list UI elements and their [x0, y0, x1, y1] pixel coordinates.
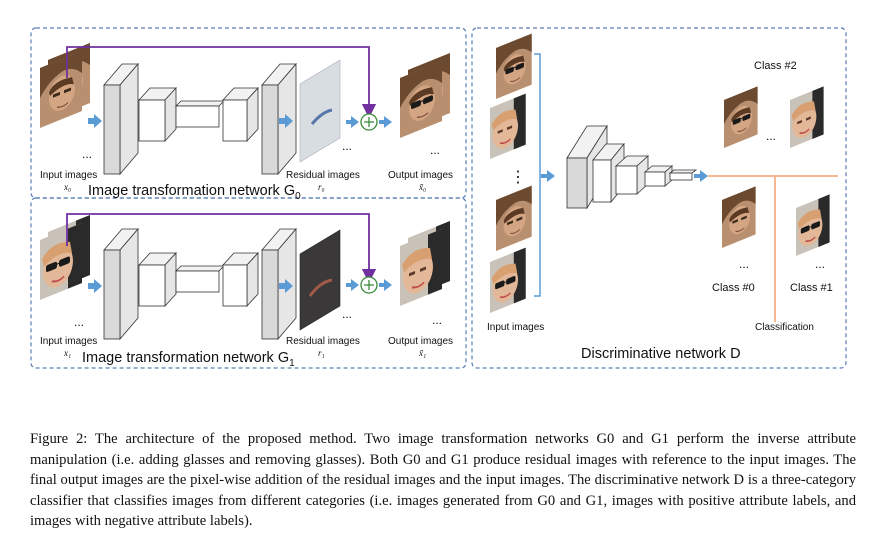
- to-output-arrow: [379, 279, 392, 291]
- output-ellipsis: ...: [430, 143, 440, 157]
- class-2-ellipsis: ...: [766, 129, 776, 143]
- class-2-label: Class #2: [754, 60, 797, 72]
- output-ellipsis: ...: [432, 313, 442, 327]
- output-images-label: Output images: [388, 336, 453, 347]
- classifier-blocks: [566, 124, 698, 210]
- generator-g0: ... ...: [39, 42, 453, 202]
- class-1-ellipsis: ...: [815, 257, 825, 271]
- panel-title: Image transformation network G1: [82, 350, 295, 369]
- discriminator-title: Discriminative network D: [581, 346, 741, 362]
- bracket-arrow: [541, 170, 555, 182]
- class-0-ellipsis: ...: [739, 257, 749, 271]
- input-bracket: [534, 53, 541, 297]
- vertical-ellipsis: ⋮: [510, 169, 526, 186]
- generator-g1: ... ...: [38, 213, 453, 369]
- to-add-arrow: [346, 279, 359, 291]
- to-residual-arrow: [279, 114, 293, 128]
- encoder-decoder-blocks: [103, 62, 297, 176]
- residual-image: [299, 59, 341, 163]
- add-operator-icon: [360, 113, 378, 131]
- input-image-stack: [39, 42, 91, 129]
- to-residual-arrow: [279, 279, 293, 293]
- input-var: x₀: [63, 182, 71, 192]
- input-images-label: Input images: [40, 336, 97, 347]
- discriminator-d: ⋮ ... Class #2: [487, 33, 838, 362]
- output-var: x̃₁: [418, 348, 426, 358]
- encoder-decoder-blocks: [103, 227, 297, 341]
- class-1-label: Class #1: [790, 282, 833, 294]
- to-classification-arrow: [694, 170, 708, 182]
- skip-connection-arrow: [66, 46, 377, 119]
- residual-var: r₀: [318, 182, 325, 192]
- input-var: x₁: [63, 348, 71, 358]
- to-output-arrow: [379, 116, 392, 128]
- output-image-stack: [398, 219, 452, 308]
- classification-label: Classification: [755, 322, 814, 333]
- discriminator-panel: [471, 27, 847, 369]
- to-add-arrow: [346, 116, 359, 128]
- generator-g1-panel: [30, 197, 467, 369]
- output-var: x̃₀: [418, 182, 426, 192]
- residual-images-label: Residual images: [286, 170, 360, 181]
- input-image-stack: [38, 213, 92, 302]
- caption-text: Figure 2: The architecture of the propos…: [30, 431, 856, 530]
- input-ellipsis: ...: [82, 147, 92, 161]
- output-images-label: Output images: [388, 170, 453, 181]
- figure-caption: Figure 2: The architecture of the propos…: [30, 429, 856, 532]
- residual-ellipsis: ...: [342, 307, 352, 321]
- input-images-label: Input images: [40, 170, 97, 181]
- add-operator-icon: [360, 276, 378, 294]
- skip-connection-arrow: [66, 213, 377, 284]
- class-0-images: [721, 185, 757, 249]
- input-arrow: [88, 279, 102, 293]
- residual-image: [299, 229, 341, 331]
- discriminator-input-label: Input images: [487, 322, 544, 333]
- classification-lines: [708, 175, 838, 322]
- residual-ellipsis: ...: [342, 139, 352, 153]
- input-ellipsis: ...: [74, 315, 84, 329]
- residual-images-label: Residual images: [286, 336, 360, 347]
- class-0-label: Class #0: [712, 282, 755, 294]
- output-image-stack: [399, 52, 451, 139]
- panel-title: Image transformation network G0: [88, 183, 301, 202]
- input-arrow: [88, 114, 102, 128]
- class-1-images: [795, 193, 831, 257]
- residual-var: r₁: [318, 348, 325, 358]
